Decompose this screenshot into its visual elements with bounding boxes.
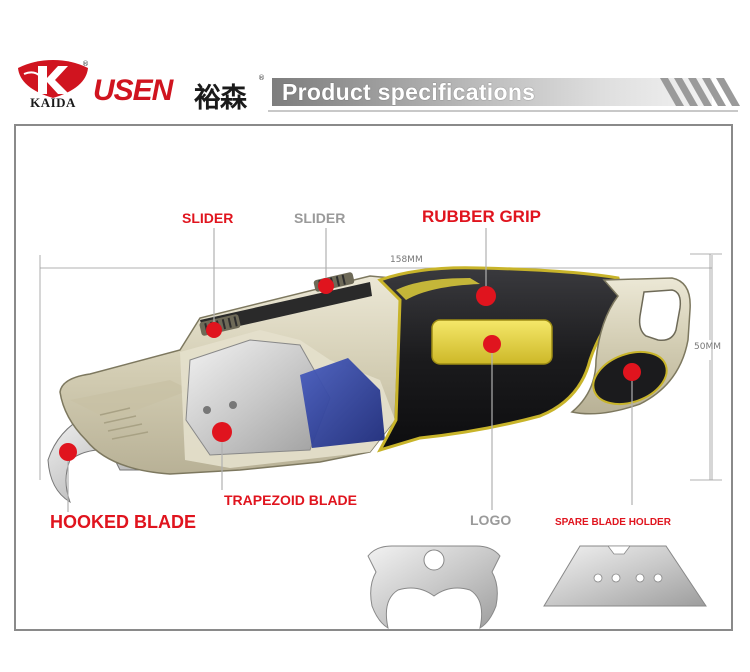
callout-dot-trapezoid	[212, 422, 232, 442]
length-dimension-label: 158MM	[390, 255, 423, 265]
label-slider-front: SLIDER	[182, 210, 234, 226]
kaida-brand-name: KAIDA	[30, 95, 76, 110]
label-logo: LOGO	[470, 512, 512, 528]
header-divider	[268, 110, 738, 112]
kaida-logo-icon	[18, 60, 88, 98]
label-rubber-grip: RUBBER GRIP	[422, 207, 542, 226]
callout-dot-slider-rear	[318, 278, 334, 294]
grip-yellow-trim	[396, 278, 480, 300]
label-slider-rear: SLIDER	[294, 210, 346, 226]
callout-dot-rubber-grip	[476, 286, 496, 306]
length-dimension-line	[39, 255, 713, 480]
registered-mark-usen: ®	[258, 74, 265, 82]
label-trapezoid-blade: TRAPEZOID BLADE	[224, 492, 357, 508]
callout-dot-hooked	[59, 443, 77, 461]
usen-wordmark: USEN	[93, 74, 173, 107]
callout-dot-logo	[483, 335, 501, 353]
callout-dot-spare-holder	[623, 363, 641, 381]
height-dimension-label: 50MM	[694, 342, 721, 352]
title-banner	[272, 78, 712, 106]
label-spare-blade-holder: SPARE BLADE HOLDER	[555, 517, 671, 528]
registered-mark: ®	[82, 60, 89, 68]
usen-chinese-name: 裕森	[194, 83, 247, 114]
loose-hooked-blade	[367, 545, 501, 630]
blue-blade-insert	[300, 358, 385, 448]
hang-hole	[638, 289, 682, 342]
loose-trapezoid-blade	[543, 545, 707, 607]
callout-dot-slider-front	[206, 322, 222, 338]
banner-stripes-decoration	[660, 78, 740, 106]
height-dimension-line	[690, 253, 722, 481]
label-hooked-blade: HOOKED BLADE	[50, 512, 197, 532]
header: ® KAIDA USEN 裕森 ® Product specifications	[0, 0, 750, 120]
page-title: Product specifications	[282, 79, 536, 105]
